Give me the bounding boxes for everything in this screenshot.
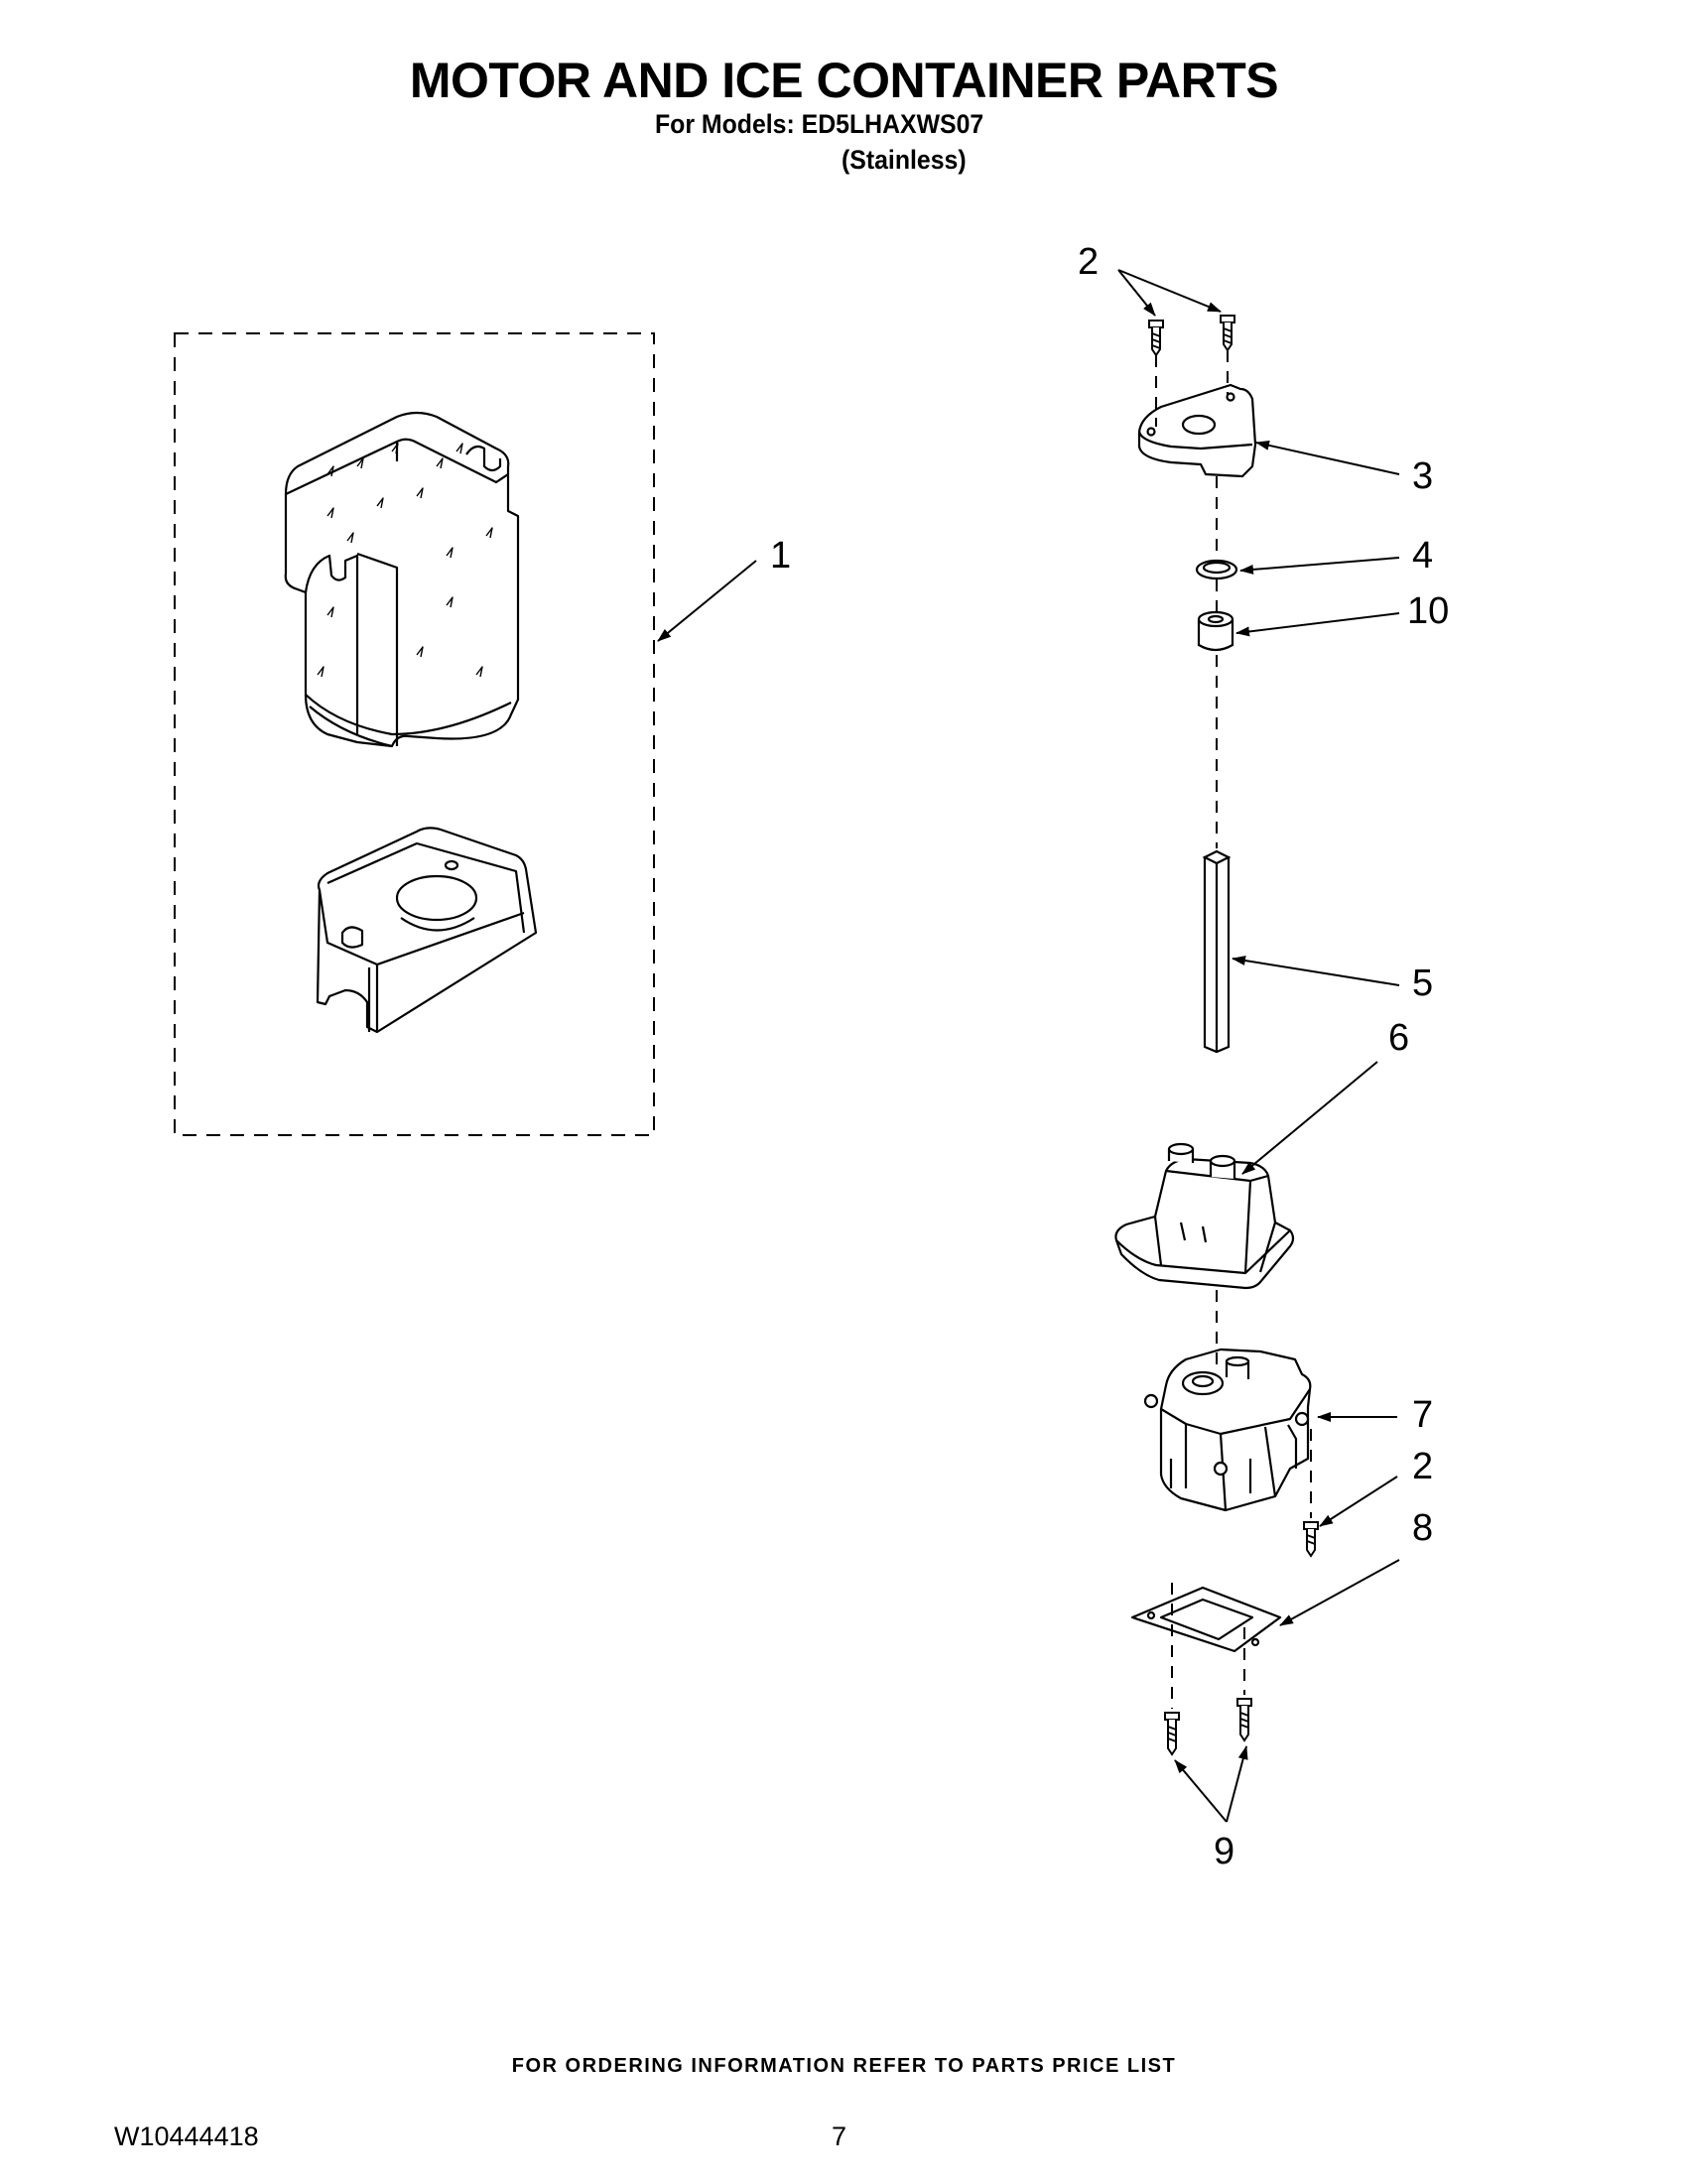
washer [1195,559,1238,580]
finish-line: (Stainless) [842,145,967,175]
screw-9-left [1164,1712,1180,1756]
callout-2-lower: 2 [1412,1446,1433,1487]
motor-mount-bracket [1137,383,1257,478]
screw-2-top-right [1220,315,1235,352]
leader-arrows [657,269,1400,1823]
ice-container-base [316,827,538,1034]
ordering-note: FOR ORDERING INFORMATION REFER TO PARTS … [511,2055,1177,2077]
callout-7: 7 [1412,1394,1433,1436]
callout-9: 9 [1214,1831,1234,1872]
callout-8: 8 [1412,1507,1433,1549]
screw-2-lower [1303,1521,1319,1558]
page-number: 7 [832,2121,847,2151]
screw-9-right [1236,1698,1252,1742]
kit-dashed-border [174,332,655,1136]
callout-6: 6 [1388,1017,1409,1059]
ice-container-cover [284,411,520,748]
callout-1: 1 [770,535,791,577]
gear-motor [1143,1348,1312,1512]
models-line: For Models: ED5LHAXWS07 [655,109,984,139]
callout-2-top: 2 [1078,241,1099,283]
motor-gasket [1130,1586,1282,1653]
callout-4: 4 [1412,535,1433,577]
drive-shaft [1202,849,1232,1054]
page-title: MOTOR AND ICE CONTAINER PARTS [409,53,1279,108]
callout-10: 10 [1407,590,1449,632]
callout-3: 3 [1412,455,1433,497]
bushing [1197,610,1234,652]
callout-5: 5 [1412,963,1433,1004]
motor-cover [1114,1142,1295,1290]
screw-2-top-left [1148,320,1164,357]
document-number: W10444418 [114,2121,259,2151]
assembly-axis-lines [1155,350,1312,1709]
